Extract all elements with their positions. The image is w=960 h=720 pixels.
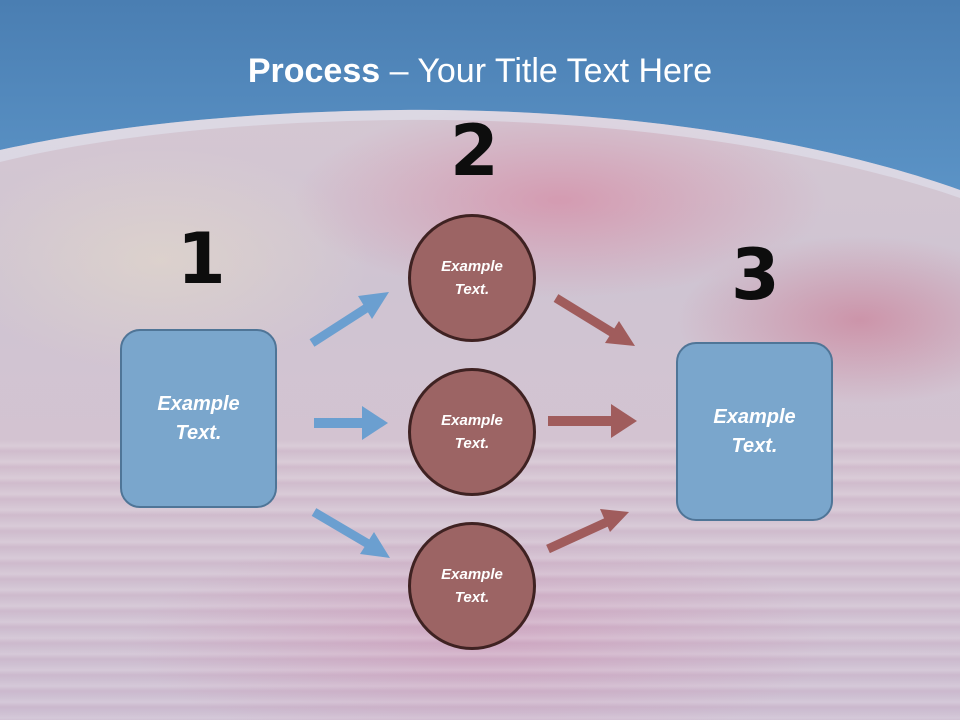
title-bold: Process [247,52,381,90]
title-rest: – Your Title Text Here [380,52,713,90]
arrow-left-down [311,508,390,558]
circle-bottom-text: Example Text. [441,563,503,609]
circle-bottom: Example Text. [408,522,536,650]
circle-middle-line2: Text. [454,435,490,452]
arrow-right-middle [548,404,637,438]
right-box-text: Example Text. [713,403,795,461]
circle-middle-text: Example Text. [441,409,503,455]
arrow-right-up [546,509,629,554]
right-box-line2: Text. [731,434,778,457]
circle-middle: Example Text. [408,368,536,496]
circle-bottom-line1: Example [441,566,503,583]
left-box-line1: Example [157,392,240,415]
circle-top: Example Text. [408,214,536,342]
left-box-text: Example Text. [157,390,239,448]
step-number-1: 1 [177,218,226,300]
left-box-line2: Text. [175,421,222,444]
arrow-right-down [553,294,635,346]
arrow-left-up [309,292,389,347]
arrow-left-middle [314,406,388,440]
left-box: Example Text. [120,329,277,508]
step-number-3: 3 [731,234,780,316]
circle-middle-line1: Example [441,412,503,429]
header-band [0,0,960,190]
circle-top-line2: Text. [454,281,490,298]
circle-top-line1: Example [441,258,503,275]
right-box-line1: Example [713,405,796,428]
circle-bottom-line2: Text. [454,589,490,606]
circle-top-text: Example Text. [441,255,503,301]
right-box: Example Text. [676,342,833,521]
slide-title: Process – Your Title Text Here [0,52,960,91]
step-number-2: 2 [450,110,499,192]
